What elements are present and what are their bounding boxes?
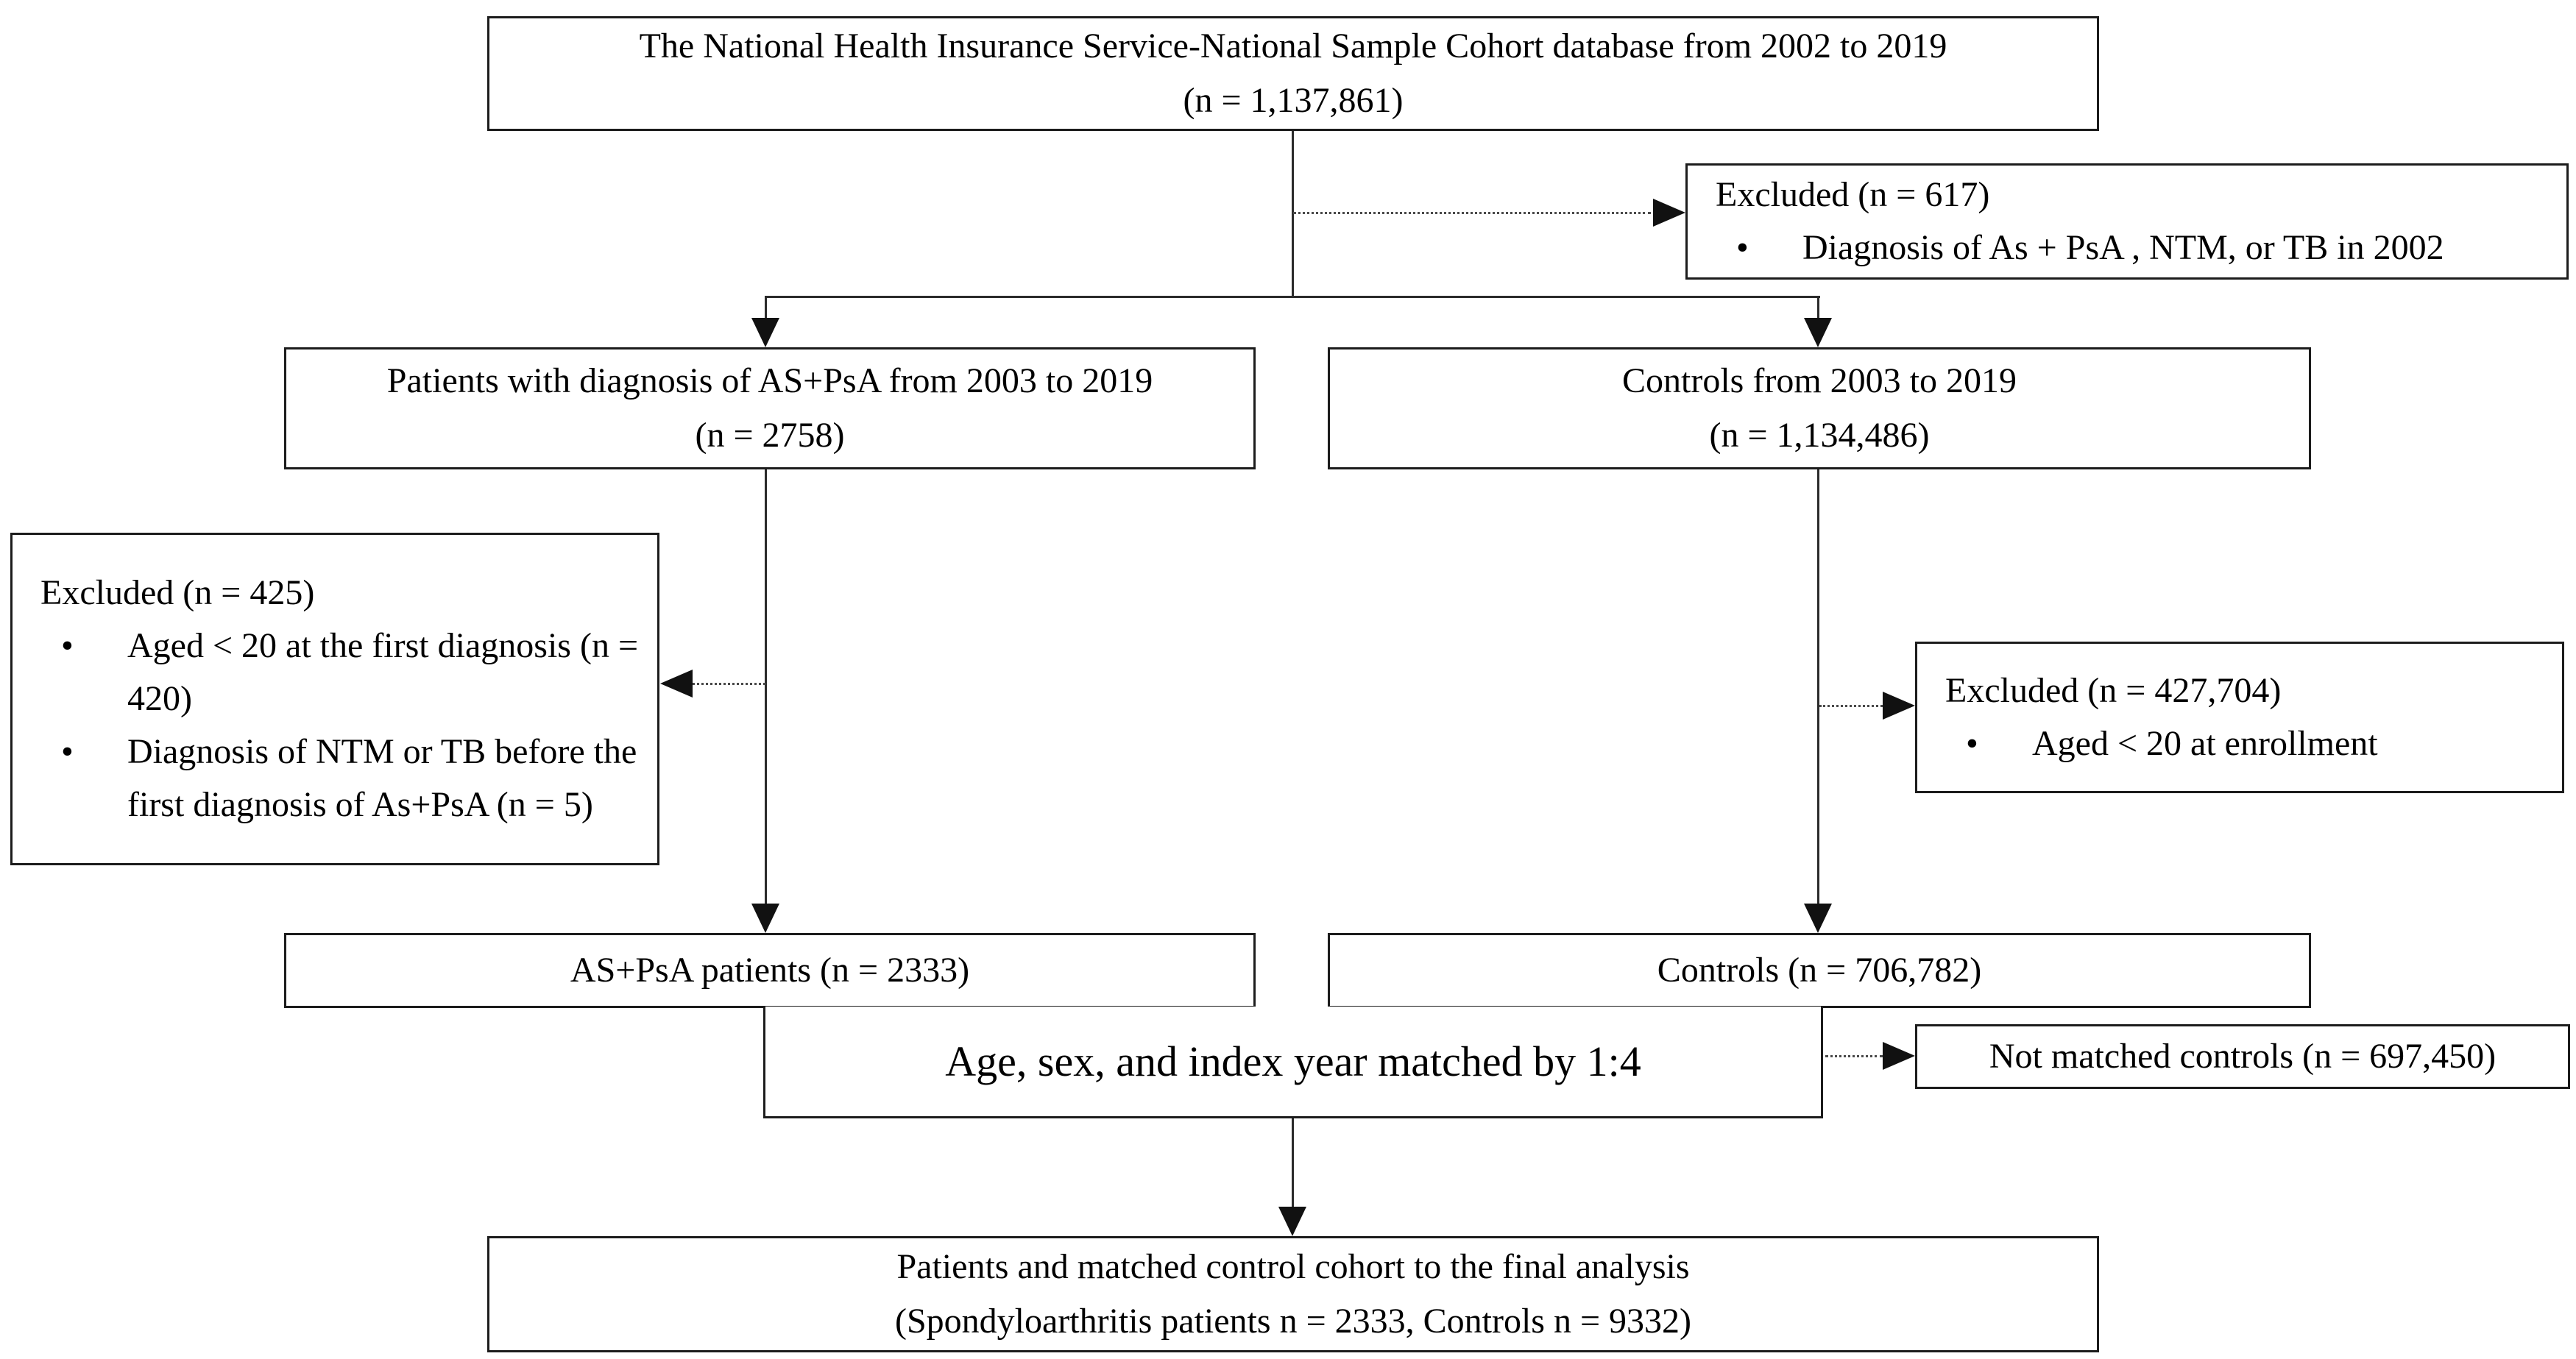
source-cohort-count: (n = 1,137,861) [1183,81,1404,120]
box-controls-final: Controls (n = 706,782) [1328,933,2311,1008]
bullet-icon: • [61,732,74,771]
box-final-analysis: Patients and matched control cohort to t… [487,1236,2099,1352]
connector-dotted-excluded-2002 [1293,212,1651,214]
connector-dotted-excluded-patients [693,683,765,685]
arrowhead-right-to-not-matched [1883,1042,1915,1070]
excluded-patients-bullet-1: • Aged < 20 at the first diagnosis (n = … [40,620,643,725]
box-excluded-patients: Excluded (n = 425) • Aged < 20 at the fi… [10,533,659,865]
bullet-icon: • [61,626,74,665]
aspsa-patients-final-text: AS+PsA patients (n = 2333) [570,950,970,990]
connector-source-stem [1292,131,1294,297]
box-aspsa-patients-final: AS+PsA patients (n = 2333) [284,933,1256,1008]
arrowhead-left-to-excluded-patients [660,670,693,698]
connector-patients-stem [765,469,767,904]
arrowhead-down-to-final [1278,1207,1306,1236]
excluded-patients-bullet-1-text: Aged < 20 at the first diagnosis (n = 42… [127,626,639,718]
arrowhead-right-to-excluded-controls [1883,692,1915,720]
matching-text: Age, sex, and index year matched by 1:4 [945,1037,1641,1085]
controls-line1: Controls from 2003 to 2019 [1622,361,2017,400]
connector-controls-stem [1817,469,1819,904]
source-cohort-line1: The National Health Insurance Service-Na… [639,26,1947,65]
arrowhead-down-to-aspsa-final [751,904,779,933]
patients-line1: Patients with diagnosis of AS+PsA from 2… [386,361,1153,400]
excluded-2002-bullet-text: Diagnosis of As + PsA , NTM, or TB in 20… [1802,228,2444,267]
excluded-controls-bullet-text: Aged < 20 at enrollment [2032,724,2378,763]
excluded-controls-title: Excluded (n = 427,704) [1945,671,2282,710]
excluded-patients-bullet-2-text: Diagnosis of NTM or TB before the first … [127,732,637,824]
excluded-patients-bullet-2: • Diagnosis of NTM or TB before the firs… [40,725,643,831]
arrowhead-down-to-controls [1804,318,1832,347]
connector-branch-right-stem [1817,296,1819,319]
box-controls-2003-2019: Controls from 2003 to 2019 (n = 1,134,48… [1328,347,2311,469]
box-source-cohort: The National Health Insurance Service-Na… [487,16,2099,131]
box-not-matched: Not matched controls (n = 697,450) [1915,1024,2570,1089]
connector-dotted-not-matched [1825,1055,1883,1057]
excluded-patients-title: Excluded (n = 425) [40,573,315,612]
excluded-controls-bullet: • Aged < 20 at enrollment [1945,717,2547,770]
connector-branch-bar [765,296,1820,298]
excluded-2002-bullet: • Diagnosis of As + PsA , NTM, or TB in … [1716,221,2552,274]
controls-count: (n = 1,134,486) [1709,416,1930,455]
connector-final-stem [1292,1118,1294,1207]
not-matched-text: Not matched controls (n = 697,450) [1989,1036,2497,1076]
connector-dotted-excluded-controls [1819,705,1883,707]
connector-branch-left-stem [765,296,767,319]
patients-count: (n = 2758) [695,416,845,455]
final-analysis-line2: (Spondyloarthritis patients n = 2333, Co… [894,1302,1692,1341]
bullet-icon: • [1966,724,1978,763]
box-matching: Age, sex, and index year matched by 1:4 [763,1007,1823,1118]
controls-final-text: Controls (n = 706,782) [1657,950,1982,990]
arrowhead-down-to-patients [751,318,779,347]
box-excluded-2002: Excluded (n = 617) • Diagnosis of As + P… [1685,163,2569,280]
excluded-2002-title: Excluded (n = 617) [1716,175,1990,214]
arrowhead-down-to-controls-final [1804,904,1832,933]
box-excluded-controls: Excluded (n = 427,704) • Aged < 20 at en… [1915,642,2564,793]
arrowhead-right-to-excluded-2002 [1653,199,1685,227]
final-analysis-line1: Patients and matched control cohort to t… [896,1246,1690,1286]
bullet-icon: • [1736,228,1749,267]
box-patients-2003-2019: Patients with diagnosis of AS+PsA from 2… [284,347,1256,469]
